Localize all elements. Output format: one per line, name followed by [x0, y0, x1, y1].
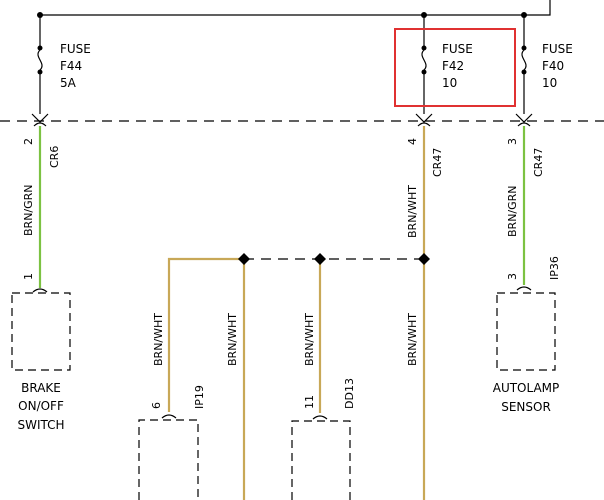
- ip19-box: [138, 419, 199, 500]
- autolamp-sensor-box: [496, 292, 556, 371]
- pin-cr47b: [515, 113, 533, 127]
- wire-label-4: BRN/WHT: [152, 313, 165, 366]
- wire-label-3: BRN/GRN: [506, 185, 519, 237]
- ip36-label: IP36: [548, 256, 561, 280]
- cr47b-label: CR47: [532, 148, 545, 177]
- splice-node-1: [238, 253, 250, 265]
- pin-dd13: [312, 415, 328, 420]
- fuse-f40-id: F40: [542, 59, 564, 73]
- fuse-f44-rating: 5A: [60, 76, 77, 90]
- fuse-f40-word: FUSE: [542, 42, 573, 56]
- fuse-f40-rating: 10: [542, 76, 557, 90]
- cr47a-label: CR47: [431, 148, 444, 177]
- brake-label-2: ON/OFF: [18, 399, 64, 413]
- fuse-f44-word: FUSE: [60, 42, 91, 56]
- fuse-f40: [521, 15, 527, 114]
- wire-label-1: BRN/GRN: [22, 184, 35, 236]
- highlight-box: [394, 28, 516, 107]
- cr47b-pin: 3: [506, 138, 519, 145]
- pin-cr47a: [415, 113, 433, 127]
- fuse-f44-id: F44: [60, 59, 82, 73]
- pin-cr6: [31, 113, 49, 127]
- cr6-label: CR6: [48, 146, 61, 168]
- cr6-pin: 2: [22, 138, 35, 145]
- brake-pin: 1: [22, 273, 35, 280]
- dd13-label: DD13: [343, 378, 356, 409]
- cr47a-pin: 4: [406, 138, 419, 145]
- fuse-f42-rating: 10: [442, 76, 457, 90]
- pin-brake: [32, 288, 48, 293]
- dd13-box: [291, 420, 351, 500]
- wire-label-5: BRN/WHT: [226, 313, 239, 366]
- ip19-pin: 6: [150, 402, 163, 409]
- fuse-f42-id: F42: [442, 59, 464, 73]
- fuse-f44: [37, 15, 43, 114]
- autolamp-label-2: SENSOR: [501, 400, 551, 414]
- ip36-pin: 3: [506, 273, 519, 280]
- fuse-f42-word: FUSE: [442, 42, 473, 56]
- brake-label-1: BRAKE: [21, 381, 61, 395]
- wire-label-7: BRN/WHT: [406, 313, 419, 366]
- wire-label-2: BRN/WHT: [406, 185, 419, 238]
- pin-ip19: [161, 414, 177, 419]
- top-bus: [40, 0, 551, 16]
- wire-brn-wht-ip19: [167, 257, 244, 412]
- dd13-pin: 11: [303, 395, 316, 409]
- pin-ip36: [516, 286, 532, 291]
- brake-switch-box: [11, 292, 71, 371]
- splice-node-3: [418, 253, 430, 265]
- brake-label-3: SWITCH: [17, 418, 64, 432]
- wire-label-6: BRN/WHT: [303, 313, 316, 366]
- ip19-label: IP19: [193, 385, 206, 409]
- autolamp-label-1: AUTOLAMP: [493, 381, 560, 395]
- splice-node-2: [314, 253, 326, 265]
